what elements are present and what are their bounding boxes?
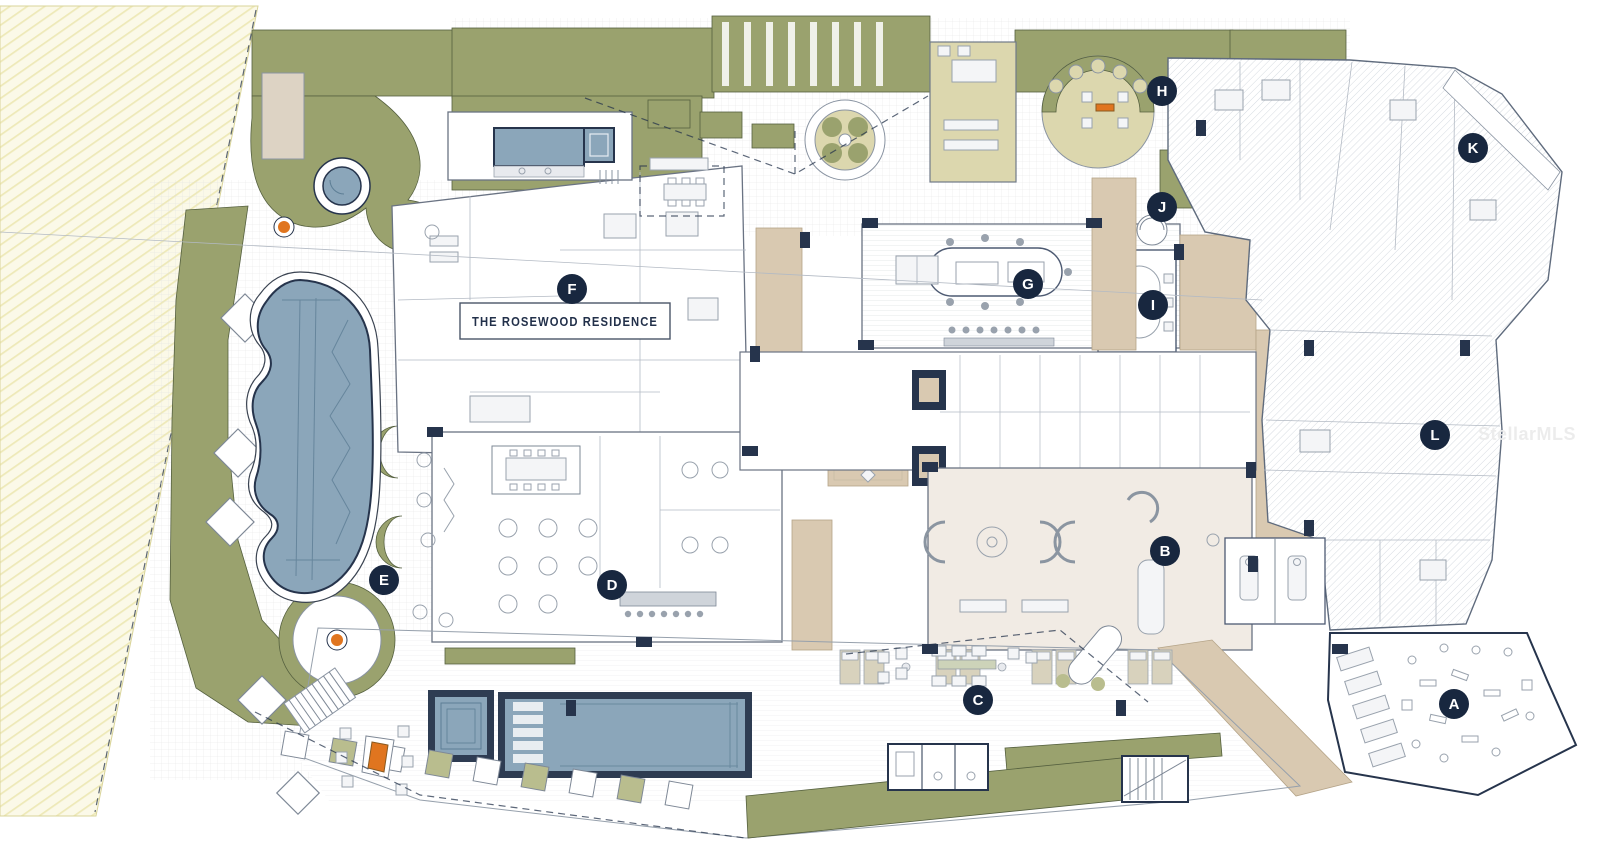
deck-stair	[1121, 755, 1189, 803]
zone-badge-C: C	[963, 685, 993, 715]
tower-core-band	[739, 351, 1257, 486]
zone-badge-K: K	[1458, 133, 1488, 163]
zone-badge-F: F	[557, 274, 587, 304]
garden-terrace-h	[1041, 55, 1155, 169]
wall-nubs	[427, 120, 1470, 716]
walkway-diagonal	[1157, 639, 1353, 797]
roof-garden-paths	[584, 95, 929, 175]
garden-stairs	[283, 667, 357, 734]
zone-badge-B: B	[1150, 536, 1180, 566]
zone-badge-H: H	[1147, 76, 1177, 106]
zone-badge-J: J	[1147, 192, 1177, 222]
svg-text:H: H	[1157, 83, 1168, 100]
resort-pool	[246, 271, 382, 603]
zone-badge-E: E	[369, 565, 399, 595]
svg-text:A: A	[1449, 696, 1460, 713]
round-spa	[313, 157, 371, 215]
title-plate-text: THE ROSEWOOD RESIDENCE	[472, 315, 658, 329]
svg-text:C: C	[973, 692, 984, 709]
svg-text:D: D	[607, 577, 618, 594]
svg-text:G: G	[1022, 276, 1034, 293]
pergola-slats	[722, 22, 883, 86]
outdoor-dining-pad	[639, 157, 725, 217]
zone-badge-G: G	[1013, 269, 1043, 299]
title-plate: THE ROSEWOOD RESIDENCE	[459, 302, 671, 340]
svg-text:J: J	[1158, 199, 1166, 216]
planter-box	[261, 72, 305, 160]
zone-badge-A: A	[1439, 689, 1469, 719]
dining-terrace-top	[929, 41, 1017, 183]
svg-text:B: B	[1160, 543, 1171, 560]
zone-badges: A B C D E F G H I J K L	[369, 76, 1488, 719]
svg-text:K: K	[1468, 140, 1479, 157]
residence-terrace-pool	[447, 111, 633, 184]
fire-bowls	[273, 216, 382, 685]
title-plate-box	[459, 302, 671, 340]
restaurant-block	[431, 431, 783, 643]
lounger-pads	[280, 730, 694, 810]
svg-text:F: F	[567, 281, 576, 298]
svg-text:I: I	[1151, 297, 1155, 314]
zone-badge-L: L	[1420, 420, 1450, 450]
pool-deck	[295, 627, 1302, 839]
lobby-block	[923, 467, 1253, 651]
plunge-pool	[428, 690, 494, 762]
spa-treatment-rooms	[1224, 537, 1326, 625]
zone-badge-D: D	[597, 570, 627, 600]
guest-wing	[0, 57, 1563, 631]
svg-text:E: E	[379, 572, 389, 589]
event-terrace	[877, 625, 1122, 691]
watermark-text: StellarMLS	[1478, 424, 1576, 444]
firepit-lounge	[335, 725, 414, 796]
zone-badge-I: I	[1138, 290, 1168, 320]
cafe-seating	[412, 452, 455, 628]
deck-restrooms	[887, 743, 989, 791]
parterre-circle	[804, 99, 886, 181]
lap-pool	[498, 692, 752, 778]
deck-dashed-lines	[254, 130, 1149, 839]
fire-table	[1095, 103, 1115, 112]
svg-text:L: L	[1430, 427, 1439, 444]
